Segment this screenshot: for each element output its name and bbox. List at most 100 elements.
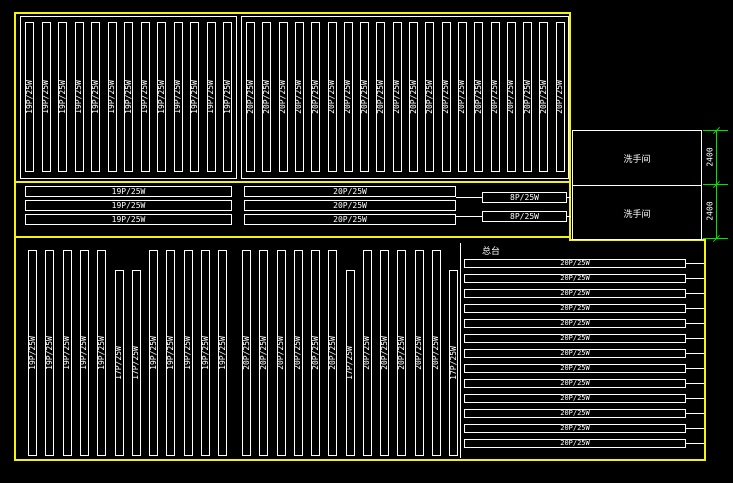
lamp-strip-label: 19P/25W: [200, 336, 210, 370]
boundary-step: [569, 239, 706, 241]
boundary-right-lower: [704, 239, 706, 461]
lamp-strip-label: 20P/25W: [379, 336, 389, 370]
row-wall-connector: [686, 443, 704, 444]
lamp-strip-label: 19P/25W: [44, 336, 54, 370]
lamp-strip-label: 19P/25W: [62, 336, 72, 370]
lamp-strip: 19P/25W: [25, 22, 34, 172]
row-wall-connector: [686, 368, 704, 369]
lamp-strip-label: 19P/25W: [189, 80, 199, 114]
lamp-strip: 19P/25W: [74, 22, 84, 172]
row-wall-connector: [686, 263, 704, 264]
lamp-strip-label: 20P/25W: [431, 336, 441, 370]
lamp-strip-label: 20P/25W: [522, 80, 532, 114]
boundary-right-upper: [569, 12, 571, 241]
front-desk-lamp-row: 20P/25W: [464, 349, 686, 358]
lamp-strip-label: 20P/25W: [506, 80, 516, 114]
boundary-divider-upper: [14, 181, 571, 183]
front-desk-lamp-row: 20P/25W: [464, 439, 686, 448]
lamp-strip: 20P/25W: [522, 22, 533, 172]
bar-connector: [567, 197, 571, 198]
lamp-strip: 20P/25W: [538, 22, 549, 172]
lamp-strip-label: 20P/25W: [294, 80, 304, 114]
lamp-strip: 20P/25W: [294, 22, 304, 172]
washroom-divider: [573, 185, 701, 186]
lamp-strip: 20P/25W: [431, 250, 441, 456]
lamp-strip: 19P/25W: [28, 250, 37, 456]
lamp-strip: 19P/25W: [62, 250, 72, 456]
lamp-strip: 17P/25W: [114, 270, 124, 456]
boundary-bottom: [14, 459, 706, 461]
lamp-strip-label: 19P/25W: [24, 80, 34, 114]
bar-connector: [567, 216, 571, 217]
lamp-strip: 20P/25W: [311, 250, 320, 456]
washroom-lower-label: 洗手间: [623, 210, 651, 220]
lamp-strip-label: 20P/25W: [310, 336, 320, 370]
lamp-strip-label: 20P/25W: [362, 336, 372, 370]
lamp-strip-label: 20P/25W: [310, 80, 320, 114]
lamp-strip: 19P/25W: [201, 250, 210, 456]
lamp-strip-label: 20P/25W: [359, 80, 369, 114]
lamp-strip: 19P/25W: [157, 22, 166, 172]
lamp-bar: 8P/25W: [482, 192, 567, 203]
washroom-lower: 洗手间: [573, 186, 701, 241]
lamp-strip-label: 20P/25W: [241, 336, 251, 370]
lamp-strip: 20P/25W: [327, 22, 337, 172]
lamp-bar: 19P/25W: [25, 214, 232, 225]
lamp-strip-label: 17P/25W: [448, 346, 458, 380]
lamp-strip-label: 20P/25W: [424, 80, 434, 114]
lamp-strip: 17P/25W: [345, 270, 355, 456]
bar-connector: [456, 197, 482, 198]
lamp-strip: 20P/25W: [258, 250, 269, 456]
lamp-bar: 19P/25W: [25, 186, 232, 197]
lamp-strip-label: 17P/25W: [345, 346, 354, 380]
front-desk-lamp-row: 20P/25W: [464, 424, 686, 433]
lamp-strip: 20P/25W: [409, 22, 418, 172]
row-wall-connector: [686, 413, 704, 414]
lamp-strip-label: 20P/25W: [414, 336, 423, 370]
front-desk-lamp-row: 20P/25W: [464, 379, 686, 388]
lamp-strip-label: 19P/25W: [79, 336, 89, 370]
lamp-strip-label: 20P/25W: [396, 336, 406, 370]
lamp-strip-label: 20P/25W: [293, 336, 303, 370]
lamp-strip-label: 20P/25W: [538, 80, 548, 114]
lamp-strip: 20P/25W: [555, 22, 565, 172]
lamp-strip-label: 19P/25W: [27, 336, 37, 370]
lamp-strip: 20P/25W: [246, 22, 255, 172]
lamp-strip: 19P/25W: [190, 22, 199, 172]
lamp-strip-label: 19P/25W: [183, 336, 193, 370]
top-right-bank-outline: [241, 16, 569, 179]
front-desk-lamp-row: 20P/25W: [464, 364, 686, 373]
front-desk-lamp-row: 20P/25W: [464, 259, 686, 268]
lamp-strip-label: 20P/25W: [327, 336, 337, 370]
lamp-strip-label: 19P/25W: [140, 80, 149, 114]
row-wall-connector: [686, 398, 704, 399]
lamp-strip: 20P/25W: [506, 22, 516, 172]
lamp-strip-label: 20P/25W: [278, 80, 288, 114]
lamp-strip: 19P/25W: [91, 22, 100, 172]
lamp-strip: 20P/25W: [396, 250, 407, 456]
front-desk-lamp-row: 20P/25W: [464, 409, 686, 418]
lamp-strip-label: 19P/25W: [96, 336, 106, 370]
lamp-strip: 19P/25W: [218, 250, 228, 456]
lamp-strip-label: 20P/25W: [258, 336, 268, 370]
front-desk-lamp-row: 20P/25W: [464, 304, 686, 313]
lamp-bar: 19P/25W: [25, 200, 232, 211]
lamp-strip-label: 20P/25W: [245, 80, 255, 114]
row-wall-connector: [686, 338, 704, 339]
front-desk-lamp-row: 20P/25W: [464, 319, 686, 328]
lamp-strip: 19P/25W: [124, 22, 133, 172]
lamp-strip: 20P/25W: [424, 22, 435, 172]
row-wall-connector: [686, 353, 704, 354]
lamp-strip: 17P/25W: [449, 270, 458, 456]
lamp-strip-label: 20P/25W: [473, 80, 483, 114]
front-desk-lamp-row: 20P/25W: [464, 334, 686, 343]
lamp-strip-label: 20P/25W: [261, 80, 271, 114]
lamp-strip-label: 19P/25W: [222, 80, 232, 114]
lamp-strip-label: 19P/25W: [148, 336, 158, 370]
lamp-strip: 20P/25W: [261, 22, 272, 172]
front-desk-partition: [460, 243, 461, 458]
lamp-strip-label: 19P/25W: [173, 80, 182, 114]
lamp-strip-label: 19P/25W: [165, 336, 175, 370]
lamp-strip: 20P/25W: [242, 250, 251, 456]
